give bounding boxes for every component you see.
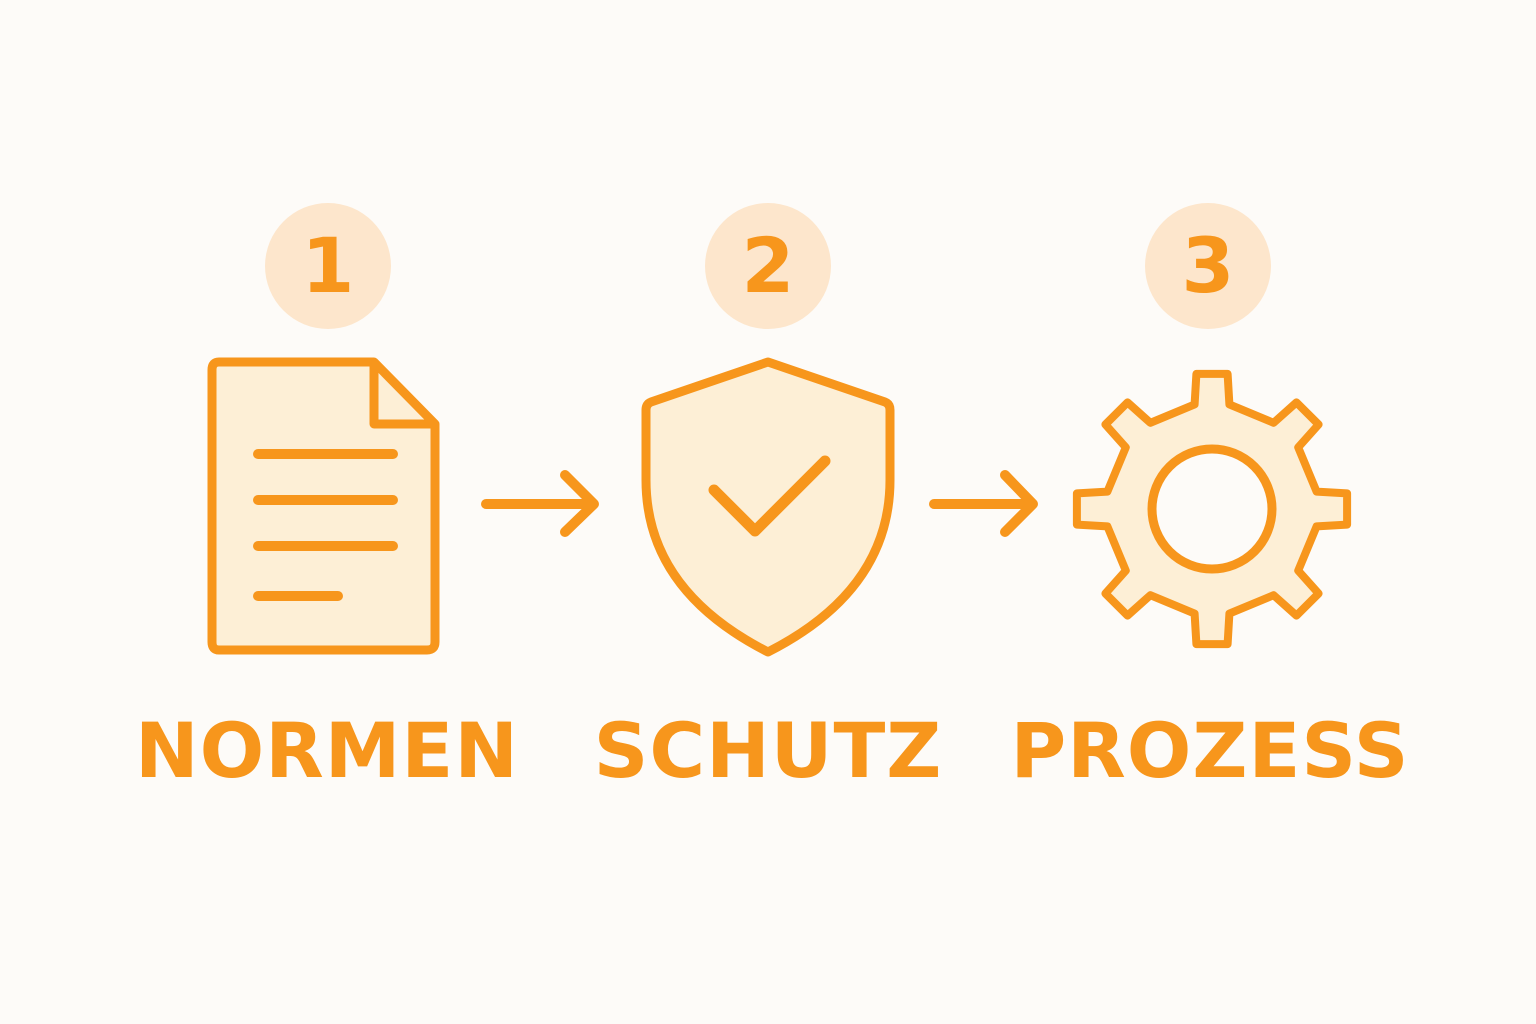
document-icon [207, 357, 440, 655]
step-3-label: PROZESS [1010, 706, 1410, 795]
step-3-badge: 3 [1145, 203, 1271, 329]
step-2-label: SCHUTZ [593, 706, 943, 795]
gear-icon [1072, 369, 1352, 649]
shield-check-icon [641, 357, 895, 657]
arrow-right-icon [929, 470, 1038, 537]
arrow-right-icon [481, 470, 599, 537]
step-1-label: NORMEN [135, 706, 519, 795]
step-1-badge: 1 [265, 203, 391, 329]
step-2-badge: 2 [705, 203, 831, 329]
